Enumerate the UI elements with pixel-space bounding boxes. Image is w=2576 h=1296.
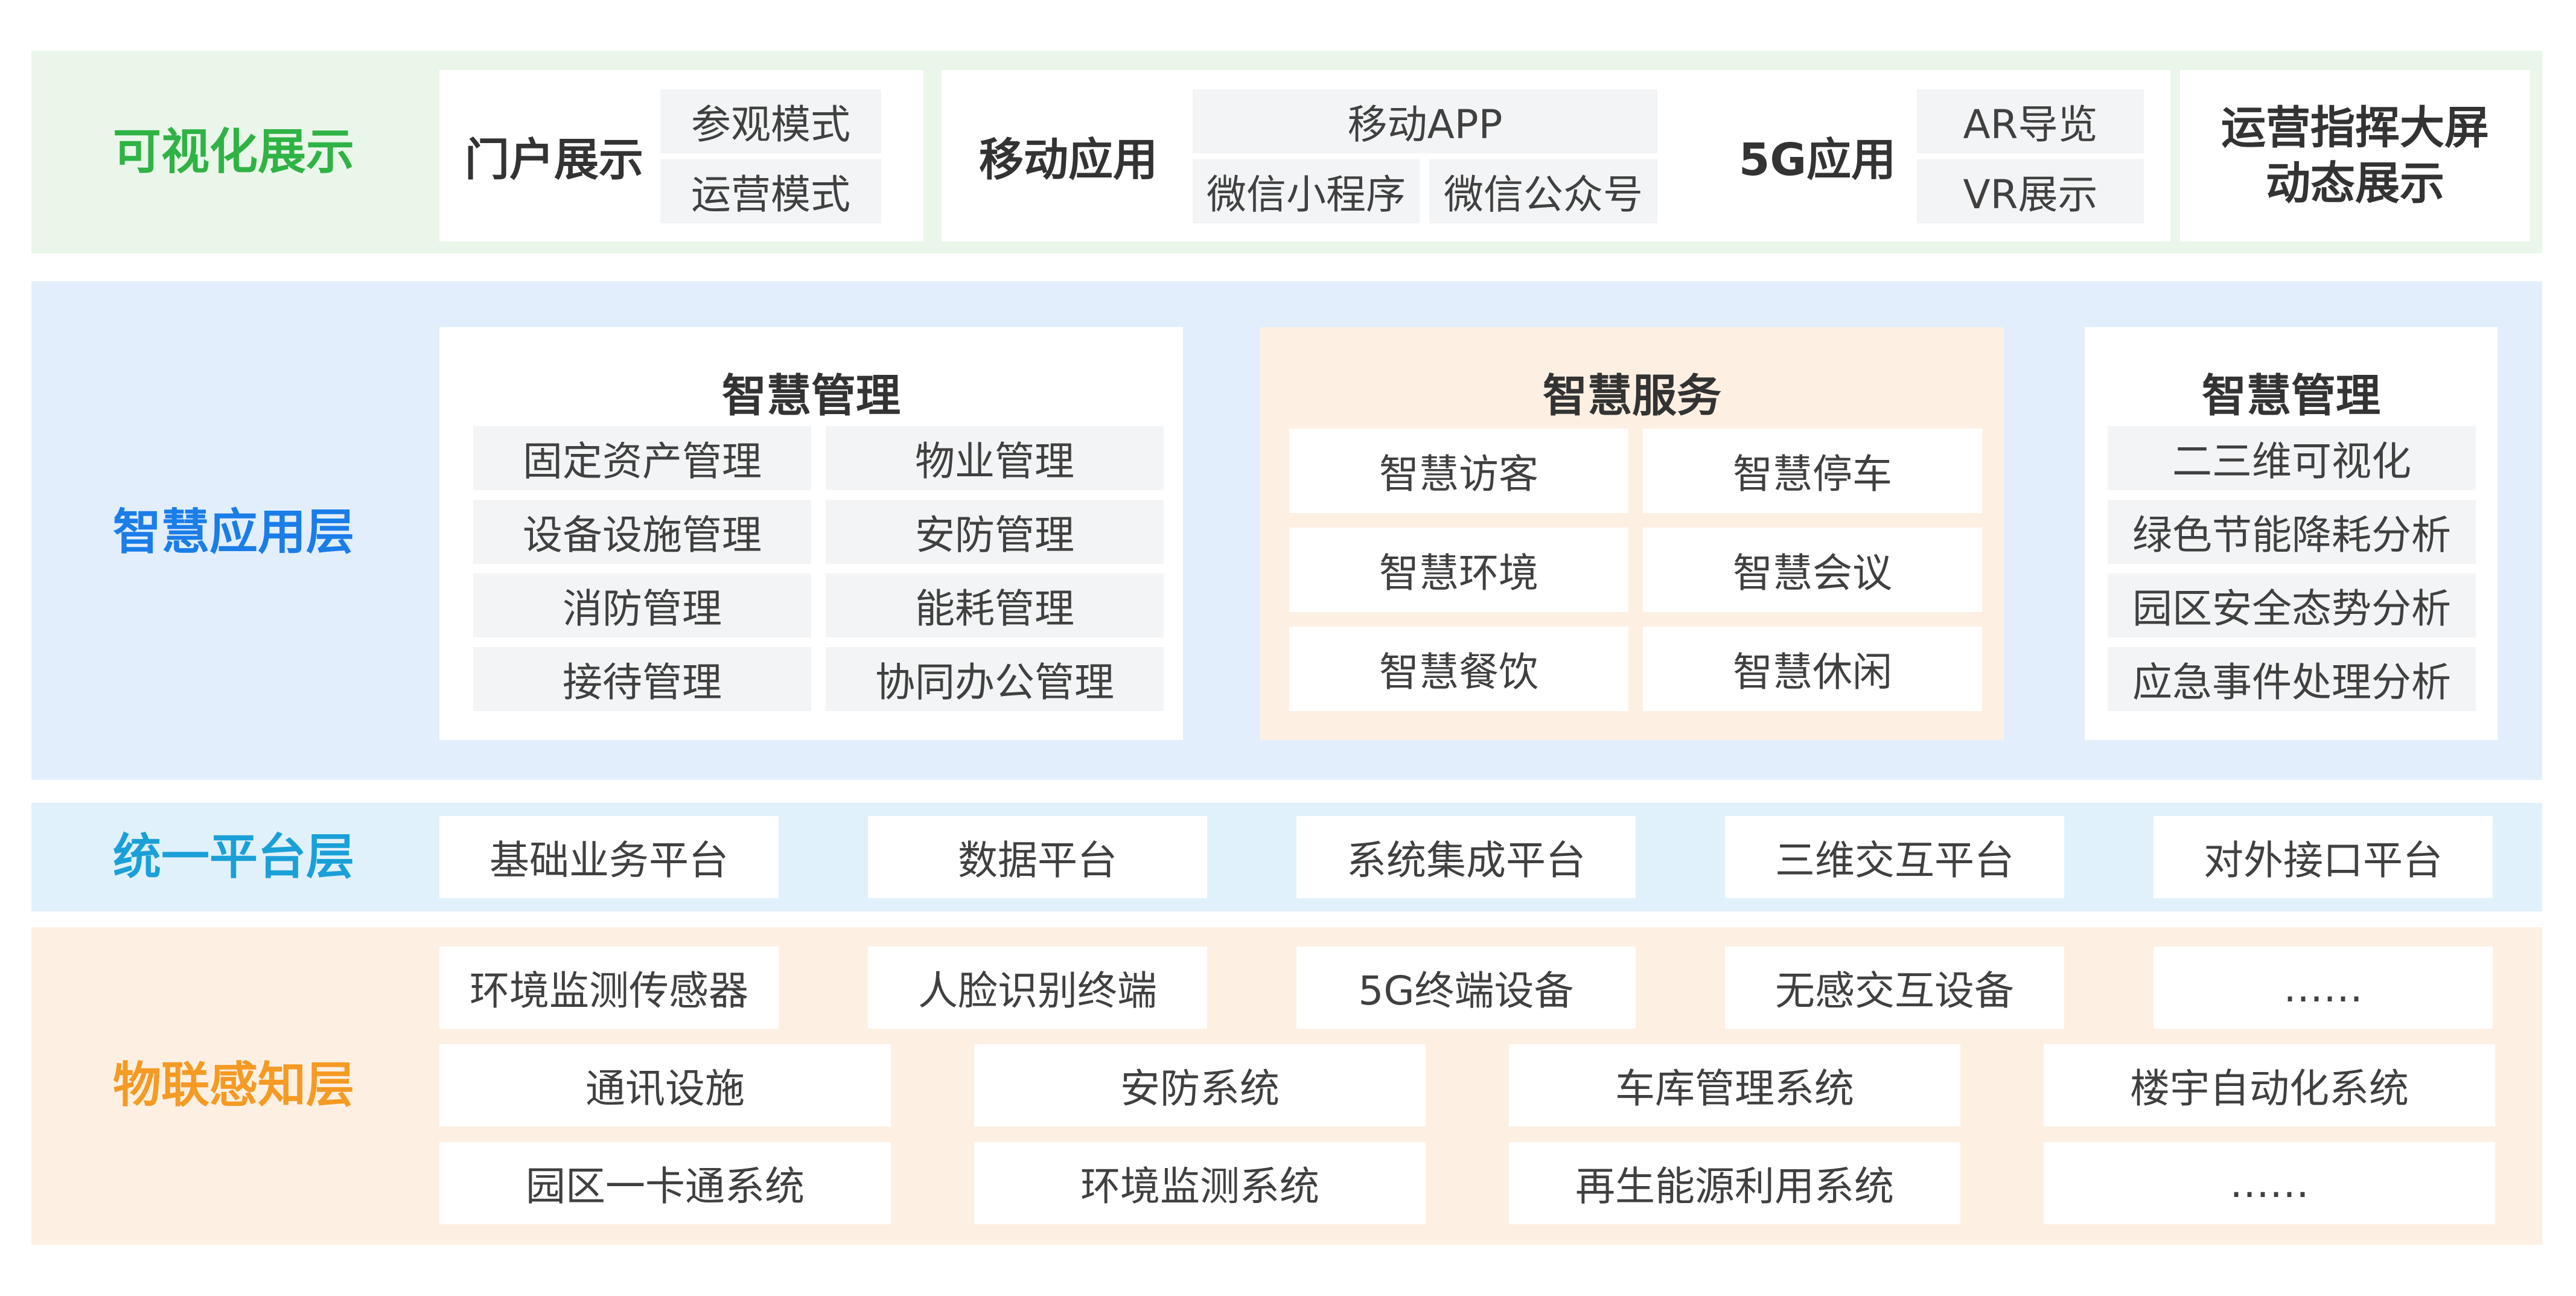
platform-item: 数据平台	[868, 816, 1207, 898]
analysis-panel: 智慧管理 二三维可视化 绿色节能降耗分析 园区安全态势分析 应急事件处理分析	[2085, 327, 2498, 740]
portal-mode-visit: 参观模式	[660, 89, 881, 153]
platform-item: 三维交互平台	[1725, 816, 2064, 898]
service-title: 智慧服务	[1543, 370, 1721, 422]
5g-item-vr: VR展示	[1917, 159, 2144, 223]
management-item: 协同办公管理	[826, 647, 1164, 711]
analysis-item: 绿色节能降耗分析	[2108, 500, 2476, 564]
bigscreen-line2: 动态展示	[2266, 158, 2444, 209]
iot-system-more: ……	[2044, 1142, 2495, 1224]
iot-device: 环境监测传感器	[439, 946, 779, 1029]
mobile-title: 移动应用	[979, 133, 1158, 186]
iot-layer-label: 物联感知层	[113, 1057, 354, 1113]
iot-system: 再生能源利用系统	[1509, 1142, 1960, 1224]
service-item: 智慧会议	[1643, 528, 1982, 612]
5g-title: 5G应用	[1738, 133, 1896, 186]
bigscreen-panel: 运营指挥大屏 动态展示	[2180, 70, 2530, 241]
management-panel: 智慧管理 固定资产管理 物业管理 设备设施管理 安防管理 消防管理 能耗管理 接…	[439, 327, 1183, 740]
service-item: 智慧环境	[1289, 528, 1628, 612]
visual-layer-label: 可视化展示	[113, 124, 354, 180]
app-layer-label: 智慧应用层	[113, 504, 354, 560]
bigscreen-title: 运营指挥大屏 动态展示	[2180, 70, 2530, 241]
5g-panel: 5G应用 AR导览 VR展示	[1712, 70, 2170, 241]
portal-mode-operate: 运营模式	[660, 159, 881, 223]
iot-device: 5G终端设备	[1296, 946, 1636, 1029]
visual-layer: 可视化展示 门户展示 参观模式 运营模式 移动应用 移动APP 微信小程序 微信…	[31, 51, 2542, 254]
iot-layer: 物联感知层 环境监测传感器 人脸识别终端 5G终端设备 无感交互设备 …… 通讯…	[31, 927, 2542, 1245]
analysis-item: 应急事件处理分析	[2108, 647, 2476, 711]
service-item: 智慧休闲	[1643, 627, 1982, 711]
management-item: 固定资产管理	[473, 426, 811, 490]
platform-layer: 统一平台层 基础业务平台 数据平台 系统集成平台 三维交互平台 对外接口平台	[31, 803, 2542, 911]
management-item: 消防管理	[473, 573, 811, 637]
platform-item: 基础业务平台	[439, 816, 779, 898]
management-item: 安防管理	[826, 500, 1164, 564]
platform-layer-label: 统一平台层	[113, 829, 354, 885]
iot-system: 园区一卡通系统	[439, 1142, 891, 1224]
iot-device: 无感交互设备	[1725, 946, 2064, 1029]
iot-system: 环境监测系统	[974, 1142, 1426, 1224]
iot-system: 楼宇自动化系统	[2044, 1044, 2495, 1126]
mobile-item-app: 移动APP	[1193, 89, 1657, 153]
iot-system: 通讯设施	[439, 1044, 891, 1126]
management-item: 设备设施管理	[473, 500, 811, 564]
iot-device: 人脸识别终端	[868, 946, 1207, 1029]
service-item: 智慧停车	[1643, 429, 1982, 513]
analysis-item: 二三维可视化	[2108, 426, 2476, 490]
platform-item: 系统集成平台	[1296, 816, 1636, 898]
bigscreen-line1: 运营指挥大屏	[2221, 101, 2489, 154]
management-title: 智慧管理	[722, 370, 901, 422]
analysis-item: 园区安全态势分析	[2108, 573, 2476, 637]
service-item: 智慧访客	[1289, 429, 1628, 513]
portal-title: 门户展示	[465, 133, 643, 186]
5g-item-ar: AR导览	[1917, 89, 2144, 153]
iot-device-more: ……	[2154, 946, 2493, 1029]
mobile-item-official-account: 微信公众号	[1429, 159, 1657, 223]
iot-system: 安防系统	[974, 1044, 1426, 1126]
portal-panel: 门户展示 参观模式 运营模式	[439, 70, 923, 241]
analysis-title: 智慧管理	[2202, 370, 2380, 422]
service-panel: 智慧服务 智慧访客 智慧停车 智慧环境 智慧会议 智慧餐饮 智慧休闲	[1260, 327, 2004, 740]
platform-item: 对外接口平台	[2154, 816, 2493, 898]
management-item: 接待管理	[473, 647, 811, 711]
mobile-panel: 移动应用 移动APP 微信小程序 微信公众号	[942, 70, 1720, 241]
management-item: 物业管理	[826, 426, 1164, 490]
service-item: 智慧餐饮	[1289, 627, 1628, 711]
mobile-item-miniprogram: 微信小程序	[1193, 159, 1420, 223]
management-item: 能耗管理	[826, 573, 1164, 637]
iot-system: 车库管理系统	[1509, 1044, 1960, 1126]
app-layer: 智慧应用层 智慧管理 固定资产管理 物业管理 设备设施管理 安防管理 消防管理 …	[31, 281, 2542, 780]
